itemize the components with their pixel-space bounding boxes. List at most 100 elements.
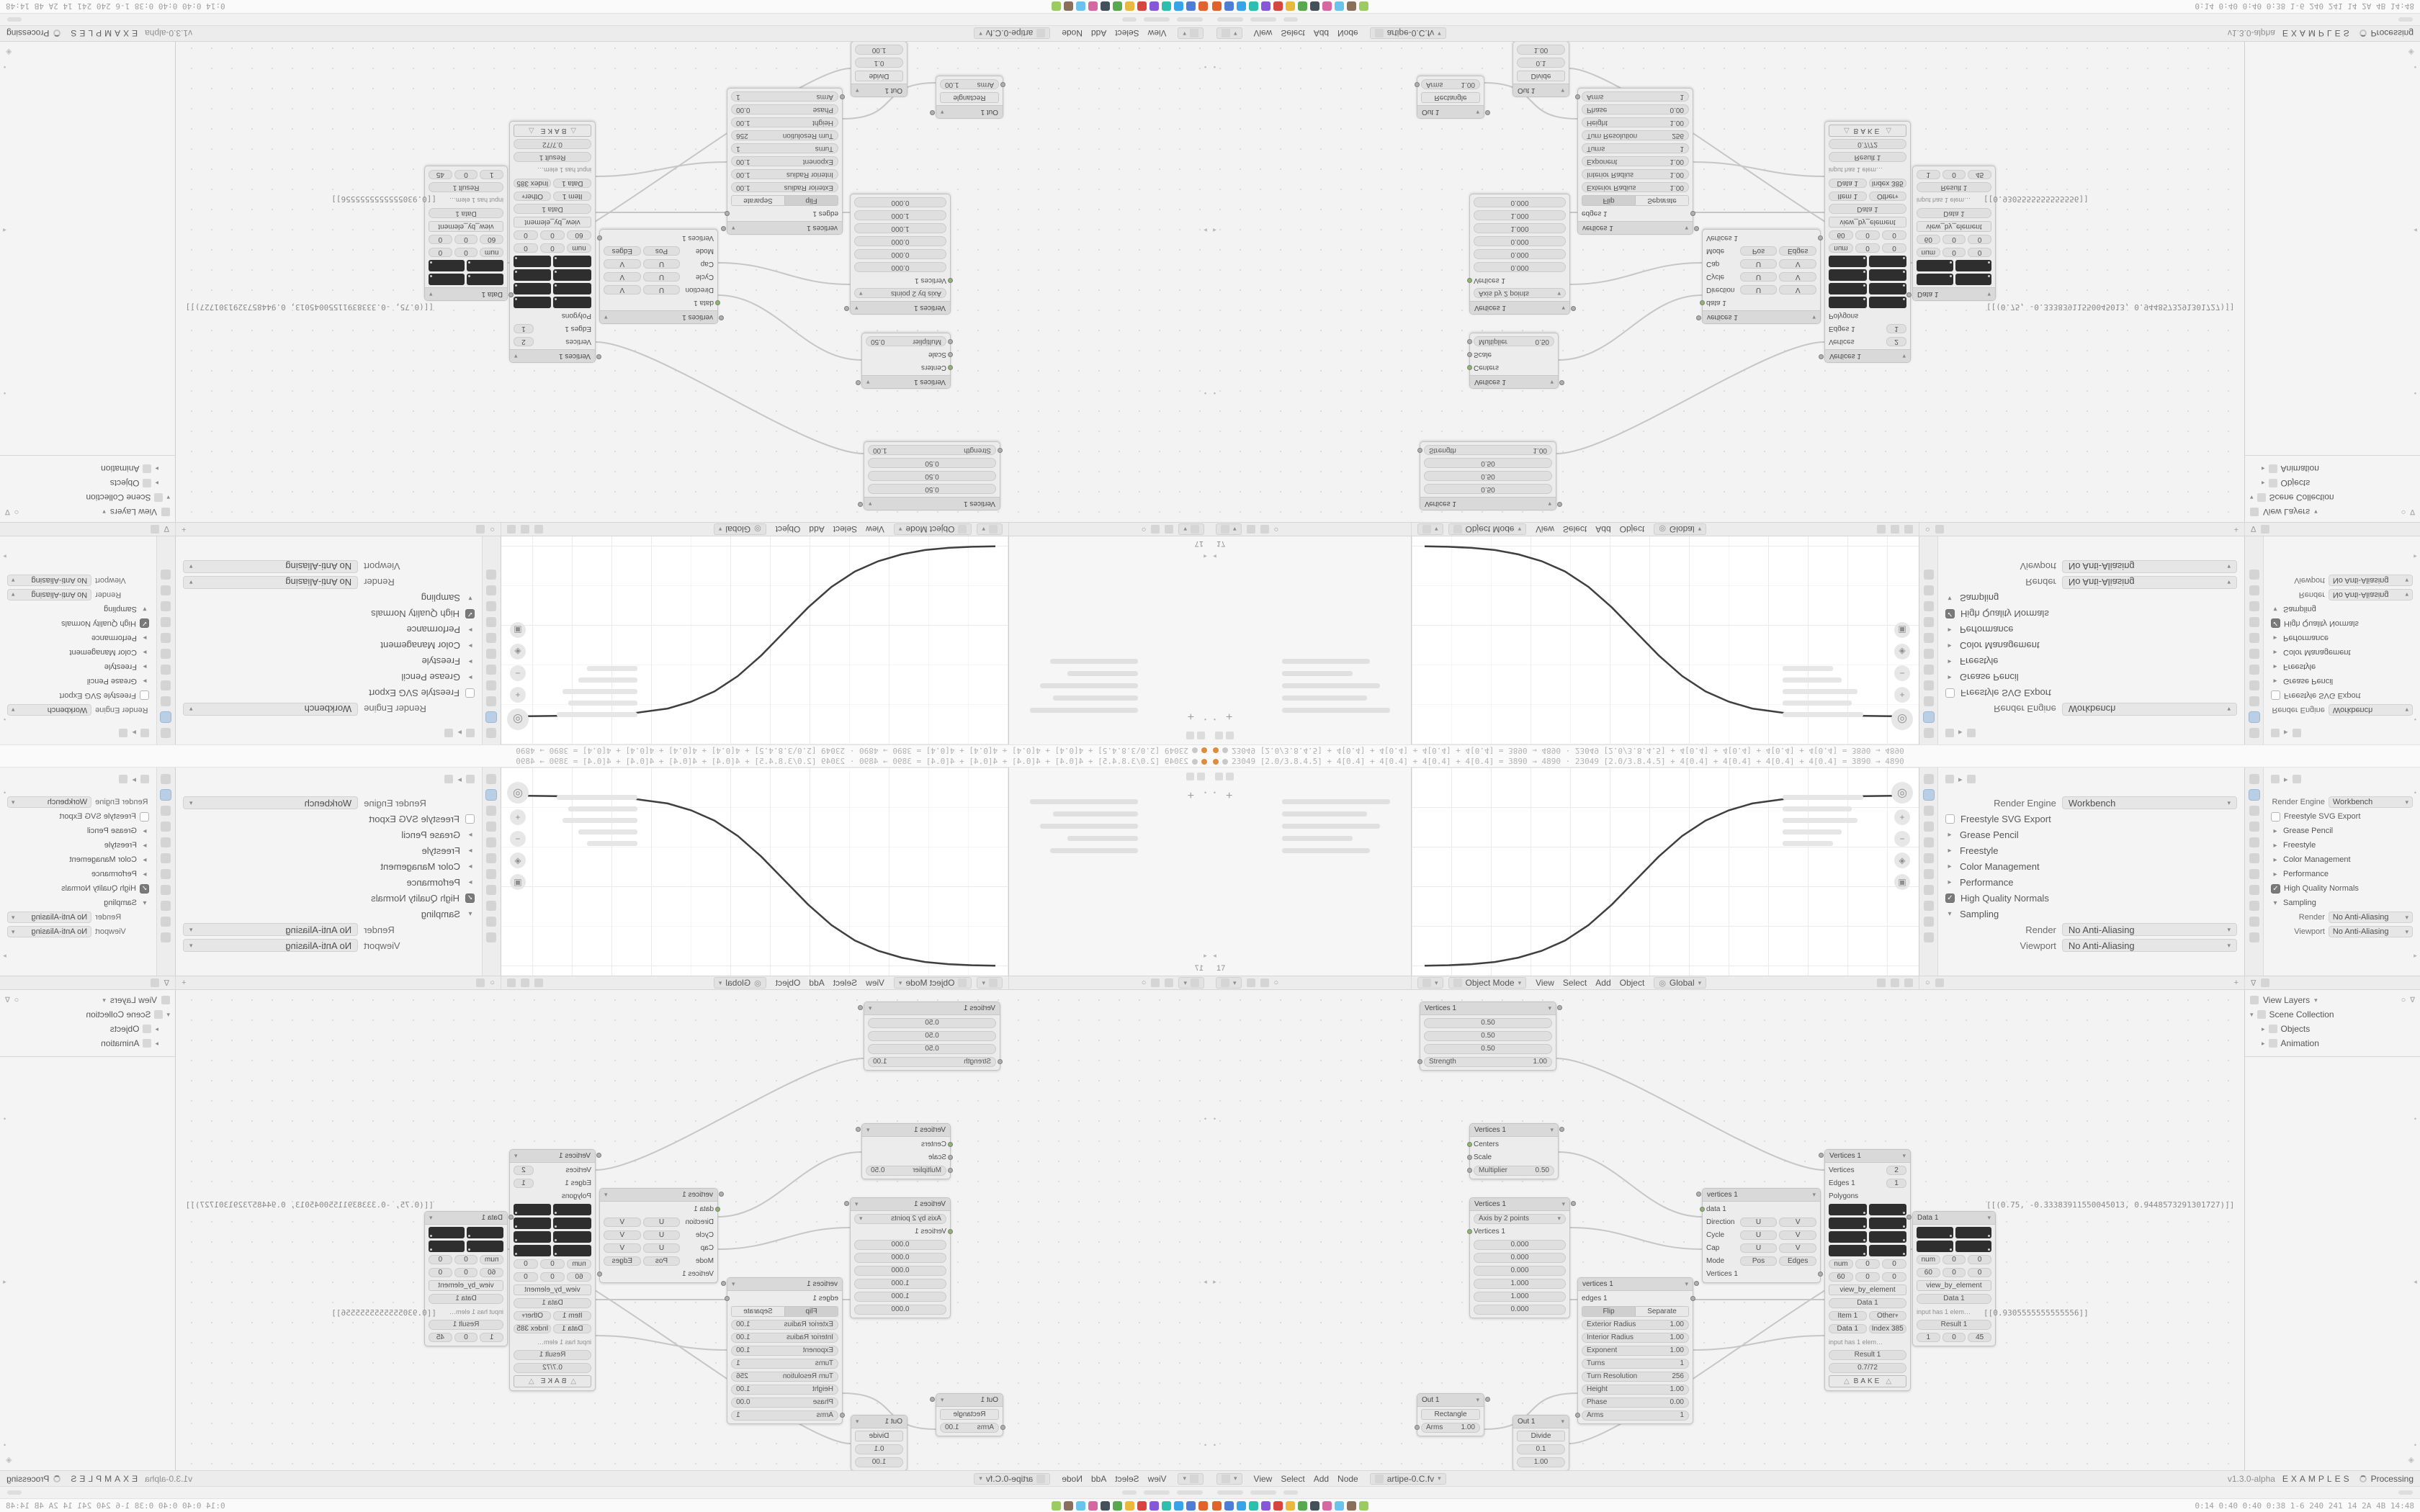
app-icon-0[interactable]: [1212, 1, 1222, 12]
node-mini-field[interactable]: Item 1: [553, 1311, 591, 1320]
node-mini-field[interactable]: Item 1: [1829, 192, 1867, 201]
option-button[interactable]: V: [1779, 259, 1817, 269]
proportional-edit-icon[interactable]: [1891, 978, 1899, 987]
select-viewport[interactable]: No Anti-Aliasing▾: [2328, 575, 2413, 586]
tab-scene-icon[interactable]: [1923, 665, 1934, 675]
color-swatch[interactable]: [1829, 283, 1867, 294]
node-field[interactable]: 1.00: [1517, 45, 1565, 55]
app-icon-6[interactable]: [1286, 1500, 1295, 1511]
properties-row-freestyle-svg-export[interactable]: Freestyle SVG Export: [7, 809, 149, 824]
properties-row-high-quality-normals[interactable]: ✓High Quality Normals: [7, 616, 149, 631]
app-icon-10[interactable]: [1335, 1, 1344, 12]
camera-view-icon[interactable]: ▣: [510, 874, 526, 890]
node-header[interactable]: Out 1▾: [930, 105, 1003, 118]
node-mini-field[interactable]: 45: [428, 1333, 452, 1342]
node-field[interactable]: 0.50: [1424, 471, 1552, 482]
app-icon-7[interactable]: [1298, 1, 1307, 12]
properties-row-grease-pencil[interactable]: ▸Grease Pencil: [2271, 674, 2413, 688]
color-swatch[interactable]: [1829, 256, 1867, 267]
socket-icon[interactable]: [1467, 278, 1472, 283]
node-field[interactable]: 0.1: [855, 1444, 903, 1454]
checkbox[interactable]: [465, 688, 475, 698]
select-render-engine[interactable]: Workbench▾: [183, 796, 359, 809]
menu-view[interactable]: View: [866, 524, 884, 534]
color-swatch[interactable]: [553, 297, 591, 308]
select-viewport[interactable]: No Anti-Aliasing▾: [7, 575, 92, 586]
checkbox[interactable]: [140, 811, 149, 822]
color-swatch[interactable]: [514, 1231, 552, 1243]
node-mini-field[interactable]: Data 1: [1829, 1324, 1867, 1333]
node-header[interactable]: vertices 1▾: [1696, 310, 1820, 323]
socket-icon[interactable]: [1571, 306, 1576, 311]
node-mini-field[interactable]: 60: [480, 235, 503, 244]
node-value[interactable]: 1: [1886, 1179, 1906, 1188]
option-button[interactable]: U: [1739, 285, 1778, 294]
outliner-row[interactable]: ▸Animation: [5, 462, 170, 476]
node-field[interactable]: Data 1: [1917, 1293, 1991, 1304]
mode-select[interactable]: Object Mode▾: [893, 523, 972, 535]
node-header[interactable]: Data 1▾: [1906, 287, 1995, 300]
node-header[interactable]: Vertices 1▾: [858, 1002, 1000, 1015]
segment-option[interactable]: Flip: [1582, 1307, 1636, 1316]
tab-object-icon[interactable]: [486, 633, 497, 643]
tab-tool-icon[interactable]: [161, 774, 171, 784]
app-icon-8[interactable]: [1101, 1500, 1110, 1511]
node-header[interactable]: Vertices 1▾: [856, 1124, 950, 1137]
socket-icon[interactable]: [930, 110, 935, 115]
node-field[interactable]: 0.50: [868, 484, 996, 495]
tab-render-icon[interactable]: [2248, 711, 2260, 723]
menu-select[interactable]: Select: [1115, 28, 1139, 39]
tab-physics-icon[interactable]: [161, 917, 171, 927]
search-icon[interactable]: ○: [490, 978, 495, 987]
tab-tool-icon[interactable]: [161, 728, 171, 738]
option-button[interactable]: U: [1739, 259, 1778, 269]
filter-icon[interactable]: ∇: [163, 978, 169, 988]
properties-row-freestyle-svg-export[interactable]: Freestyle SVG Export: [183, 685, 475, 701]
node-mini-field[interactable]: 0: [1968, 1268, 1992, 1277]
node-header[interactable]: Vertices 1▾: [1470, 1198, 1576, 1211]
tab-output-icon[interactable]: [486, 806, 497, 816]
tab-physics-icon[interactable]: [2249, 917, 2259, 927]
color-swatch[interactable]: [1868, 1245, 1906, 1256]
tab-tool-icon[interactable]: [1923, 774, 1934, 784]
proportional-edit-icon[interactable]: [1891, 525, 1899, 534]
options-icon[interactable]: [150, 525, 159, 534]
search-icon[interactable]: ○: [1925, 525, 1930, 534]
tab-world-icon[interactable]: [161, 853, 171, 863]
node-mini-field[interactable]: 0: [1968, 1255, 1992, 1264]
tab-render-icon[interactable]: [1922, 789, 1935, 801]
resize-gizmo-icon[interactable]: ◈: [6, 48, 12, 56]
outliner-row[interactable]: ▾Scene Collection: [2250, 490, 2415, 505]
properties-row-high-quality-normals[interactable]: ✓High Quality Normals: [1945, 606, 2237, 622]
node-field[interactable]: 0.000: [1474, 1252, 1566, 1263]
tab-scene-icon[interactable]: [2249, 837, 2259, 847]
node-header[interactable]: vertices 1▾: [1696, 1189, 1820, 1202]
node-mini-select[interactable]: Other ▾: [514, 1311, 552, 1320]
socket-icon[interactable]: [858, 1005, 863, 1010]
node-field[interactable]: 0.000: [854, 236, 946, 247]
tab-world-icon[interactable]: [1923, 853, 1934, 863]
node-header[interactable]: Vertices 1▾: [844, 301, 950, 314]
node-field[interactable]: 0.7/72: [514, 139, 591, 150]
socket-icon[interactable]: [719, 1192, 724, 1197]
socket-icon[interactable]: [1557, 1005, 1562, 1010]
node-field[interactable]: Result 1: [1917, 1319, 1991, 1330]
node-button[interactable]: view_by_element: [1829, 217, 1906, 228]
menu-add[interactable]: Add: [1090, 1473, 1107, 1484]
checkbox[interactable]: [1945, 688, 1955, 698]
socket-icon[interactable]: [715, 300, 720, 305]
properties-row-sampling[interactable]: ▾Sampling: [183, 906, 475, 922]
properties-row-grease-pencil[interactable]: ▸Grease Pencil: [183, 827, 475, 842]
outliner-row[interactable]: ▸Objects: [2250, 476, 2415, 490]
curve-object[interactable]: [526, 545, 996, 718]
magnet-icon[interactable]: [534, 978, 543, 987]
search-icon[interactable]: ○: [1141, 525, 1147, 534]
select-viewport[interactable]: No Anti-Aliasing▾: [2061, 560, 2237, 573]
node-button[interactable]: view_by_element: [1917, 1280, 1991, 1291]
